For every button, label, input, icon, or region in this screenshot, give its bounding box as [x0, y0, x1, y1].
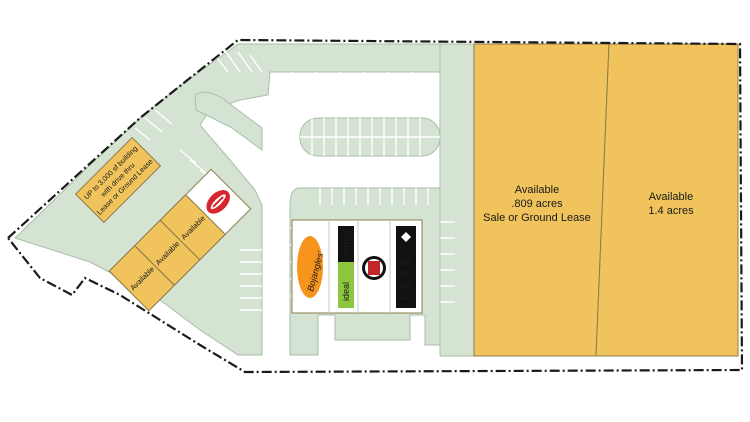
east-parcels: Available .809 acres Sale or Ground Leas…: [473, 43, 739, 357]
wings-logo-icon: [206, 190, 230, 214]
ideal-dental-logo-icon: ideal dental: [338, 226, 354, 308]
west-building: Available Available Available: [108, 168, 252, 312]
jersey-mikes-logo-icon: [362, 256, 386, 280]
parcel-b-status: Available: [649, 191, 693, 203]
parcel-a-terms: Sale or Ground Lease: [483, 212, 591, 224]
ideal-word: ideal: [341, 282, 351, 301]
parcel-b-size: 1.4 acres: [648, 205, 694, 217]
suite-available-3: [159, 194, 226, 261]
here-logo-icon: HERE: [396, 226, 416, 308]
property-boundary: [6, 38, 744, 374]
dental-word: dental: [341, 230, 353, 260]
retail-building: Bojangles' ideal dental HERE: [291, 219, 423, 314]
parcel-a-status: Available: [515, 184, 559, 196]
here-word: HERE: [399, 255, 413, 300]
parking-island-curved: [194, 91, 263, 151]
bojangles-logo-icon: Bojangles': [297, 236, 326, 298]
parking-stalls: [134, 51, 455, 311]
parcel-a-size: .809 acres: [511, 198, 563, 210]
parking-strip-east: [439, 43, 475, 357]
